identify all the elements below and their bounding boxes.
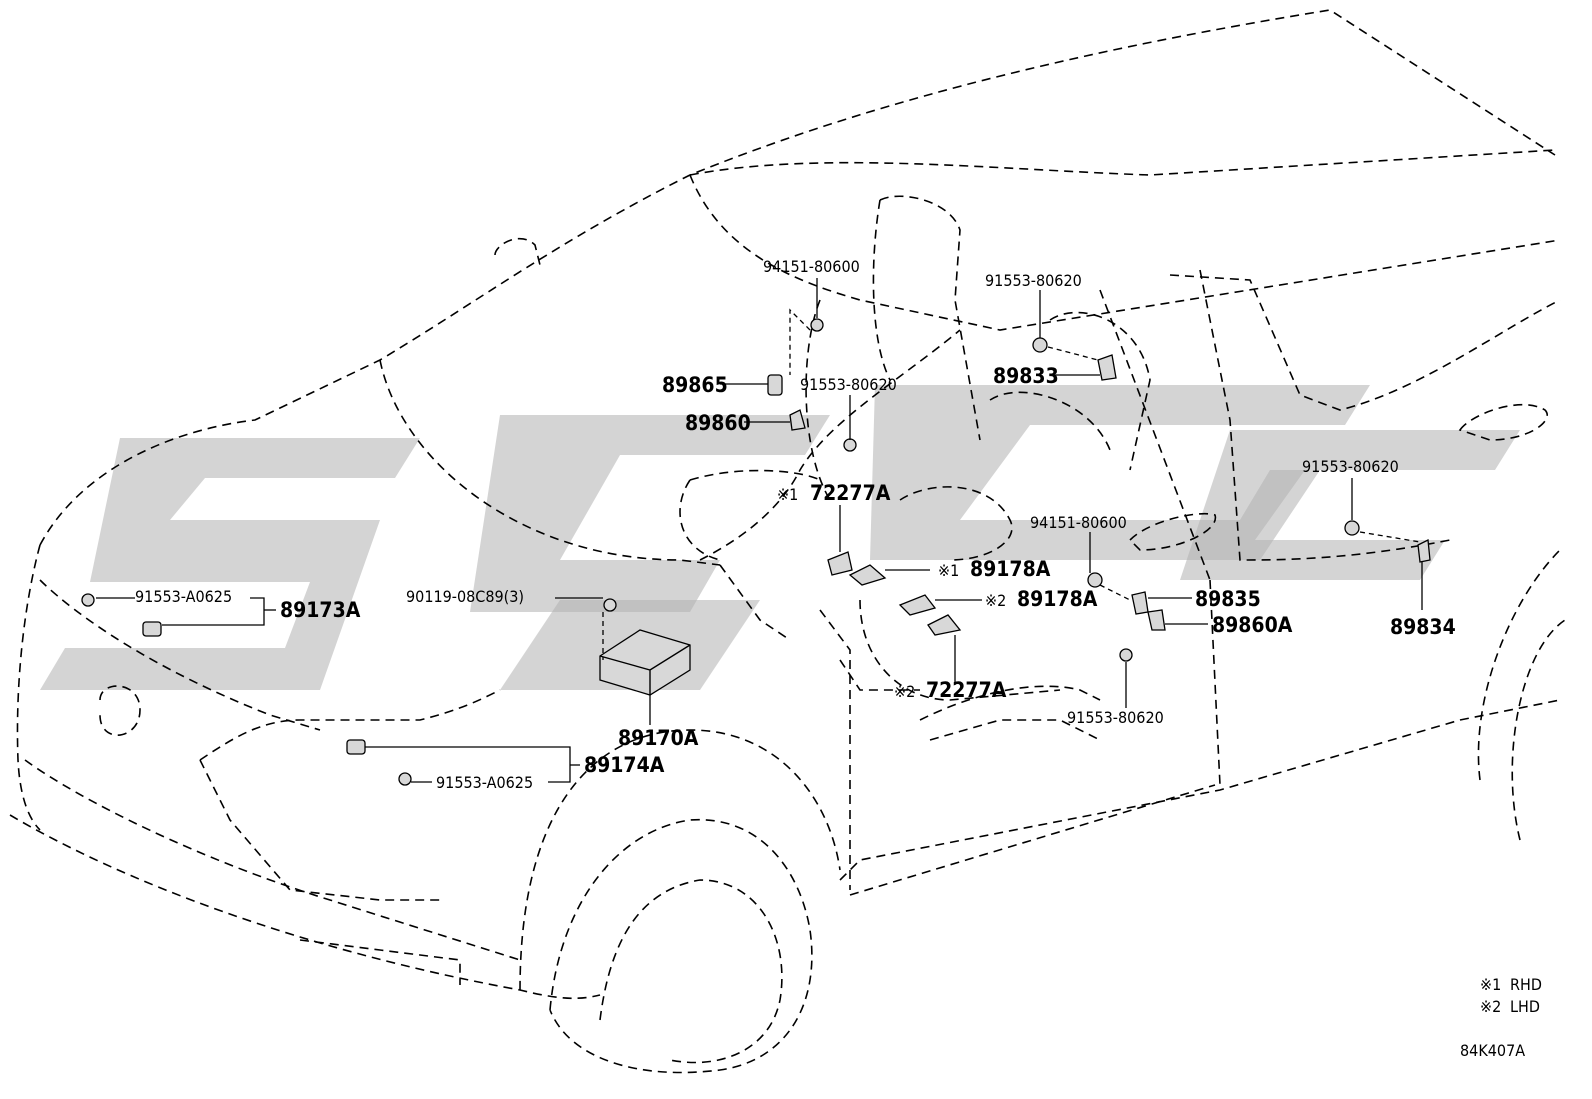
label-90119-08C89: 90119-08C89(3)	[406, 587, 524, 606]
bolt-89174A	[398, 772, 412, 786]
label-89835: 89835	[1195, 587, 1261, 611]
label-89865: 89865	[662, 373, 728, 397]
label-89860: 89860	[685, 411, 751, 435]
sensor-89865	[767, 374, 783, 396]
airbag-ecu-89170A	[599, 629, 691, 696]
mark-rhd-89178A: ※1	[938, 561, 959, 580]
label-91553-80620-b: 91553-80620	[800, 375, 897, 394]
bracket-89860	[789, 409, 806, 431]
car-body-outline	[9, 9, 1566, 1074]
label-91553-80620-d: 91553-80620	[1067, 708, 1164, 727]
legend-notes: ※1 RHD ※2 LHD 84K407A	[1460, 975, 1542, 1060]
leader-lines	[96, 278, 1423, 783]
buckle-72277A-1	[827, 551, 853, 576]
label-94151-80600-mid: 94151-80600	[1030, 513, 1127, 532]
part-labels: 94151-80600 91553-80620 89865 91553-8062…	[135, 257, 1456, 792]
label-94151-80600-top: 94151-80600	[763, 257, 860, 276]
bolt-91553-b	[843, 438, 857, 452]
sensor-89834	[1417, 538, 1431, 563]
label-89834: 89834	[1390, 615, 1456, 639]
buckle-72277A-2	[927, 614, 962, 636]
bolt-89173A	[81, 593, 95, 607]
note-text-1: RHD	[1510, 975, 1542, 994]
part-sketches	[81, 318, 1431, 786]
watermark-logo	[40, 385, 1520, 690]
note-mark-2: ※2	[1480, 997, 1501, 1016]
bolt-90119	[603, 598, 617, 612]
note-mark-1: ※1	[1480, 975, 1501, 994]
label-89178A-1: 89178A	[970, 557, 1051, 581]
sensor-89174A	[346, 739, 366, 755]
label-89833: 89833	[993, 364, 1059, 388]
label-72277A-2: 72277A	[926, 678, 1007, 702]
label-89170A: 89170A	[618, 726, 699, 750]
label-89860A: 89860A	[1212, 613, 1293, 637]
label-91553-80620-a: 91553-80620	[985, 271, 1082, 290]
label-89178A-2: 89178A	[1017, 587, 1098, 611]
diagram-code: 84K407A	[1460, 1041, 1525, 1060]
nut-94151-top	[810, 318, 824, 332]
label-89173A: 89173A	[280, 598, 361, 622]
sensor-89178A-1	[848, 564, 887, 586]
mark-rhd-72277A: ※1	[777, 485, 798, 504]
label-89174A: 89174A	[584, 753, 665, 777]
nut-94151-mid	[1087, 572, 1103, 588]
sensor-89835	[1131, 591, 1149, 615]
sensor-89833	[1097, 354, 1117, 381]
label-91553-A0625-b: 91553-A0625	[436, 773, 533, 792]
bolt-91553-d	[1119, 648, 1133, 662]
bracket-89860A	[1147, 609, 1166, 631]
label-91553-A0625-a: 91553-A0625	[135, 587, 232, 606]
note-text-2: LHD	[1510, 997, 1540, 1016]
mark-lhd-72277A: ※2	[894, 682, 915, 701]
sensor-89178A-2	[898, 594, 937, 616]
label-72277A-1: 72277A	[810, 481, 891, 505]
label-91553-80620-c: 91553-80620	[1302, 457, 1399, 476]
bolt-91553-c	[1344, 520, 1360, 536]
mark-lhd-89178A: ※2	[985, 591, 1006, 610]
sensor-89173A	[142, 621, 162, 637]
bolt-91553-a	[1032, 337, 1048, 353]
